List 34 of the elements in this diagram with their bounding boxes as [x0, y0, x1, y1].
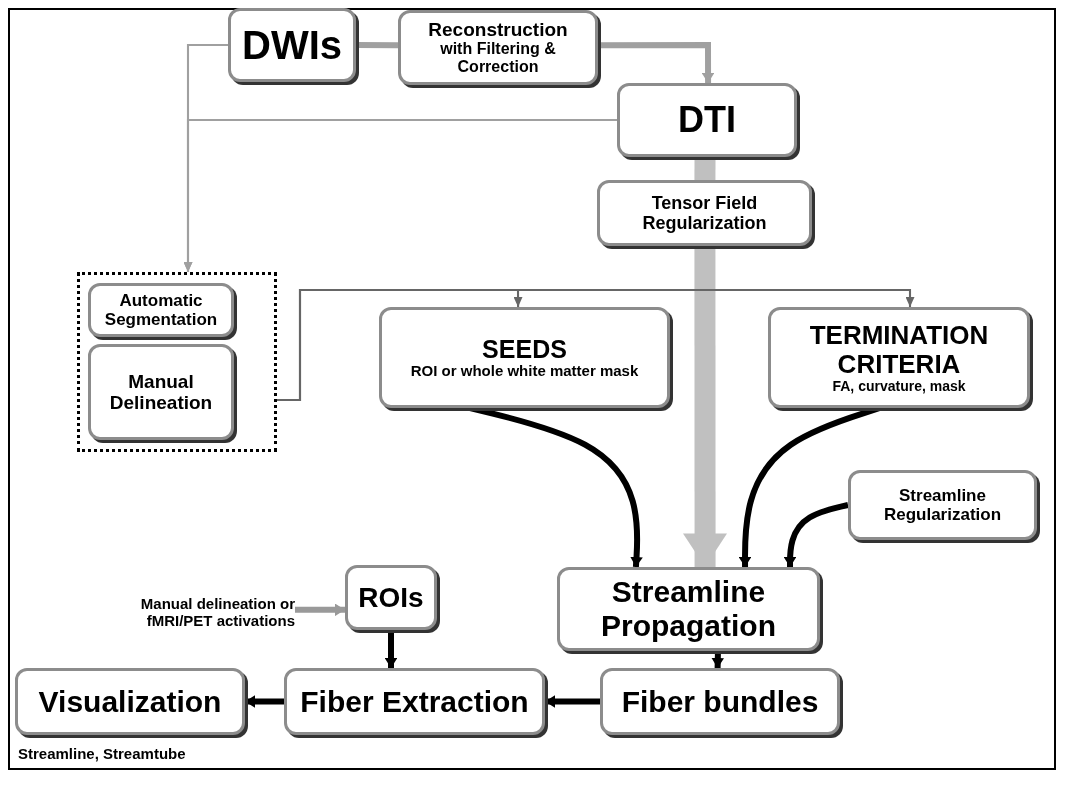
process-box [398, 10, 598, 85]
process-box [228, 8, 356, 82]
box-title: DTI [678, 99, 736, 141]
process-box [768, 307, 1030, 408]
box-subtitle: with Filtering & Correction [439, 40, 557, 77]
process-box [379, 307, 670, 408]
note-text: Manual delineation or fMRI/PET activations [139, 596, 295, 630]
box-title: DWIs [242, 22, 342, 68]
box-title: Fiber Extraction [300, 684, 529, 719]
box-title: Reconstruction [428, 18, 568, 41]
box-title: TERMINATION CRITERIA [808, 320, 990, 379]
box-title: Automatic Segmentation [103, 290, 219, 330]
caption-text: Streamline, Streamtube [18, 745, 186, 762]
box-title: SEEDS [482, 335, 567, 364]
process-box [15, 668, 245, 735]
process-box [345, 565, 437, 630]
box-title: Manual Delineation [108, 370, 214, 414]
process-box [600, 668, 840, 735]
box-title: Streamline Propagation [600, 575, 777, 643]
box-title: Tensor Field Regularization [641, 192, 768, 234]
dotted-group-frame [77, 272, 277, 452]
box-subtitle: FA, curvature, mask [832, 378, 966, 395]
process-box [848, 470, 1037, 540]
process-box [88, 344, 234, 440]
process-box [88, 283, 234, 337]
process-box [557, 567, 820, 651]
process-box [284, 668, 545, 735]
box-title: Visualization [38, 684, 222, 719]
box-title: Streamline Regularization [882, 485, 1003, 525]
box-subtitle: ROI or whole white matter mask [410, 363, 639, 380]
box-title: ROIs [358, 581, 424, 614]
box-title: Fiber bundles [621, 684, 819, 719]
process-box [597, 180, 812, 246]
process-box [617, 83, 797, 157]
